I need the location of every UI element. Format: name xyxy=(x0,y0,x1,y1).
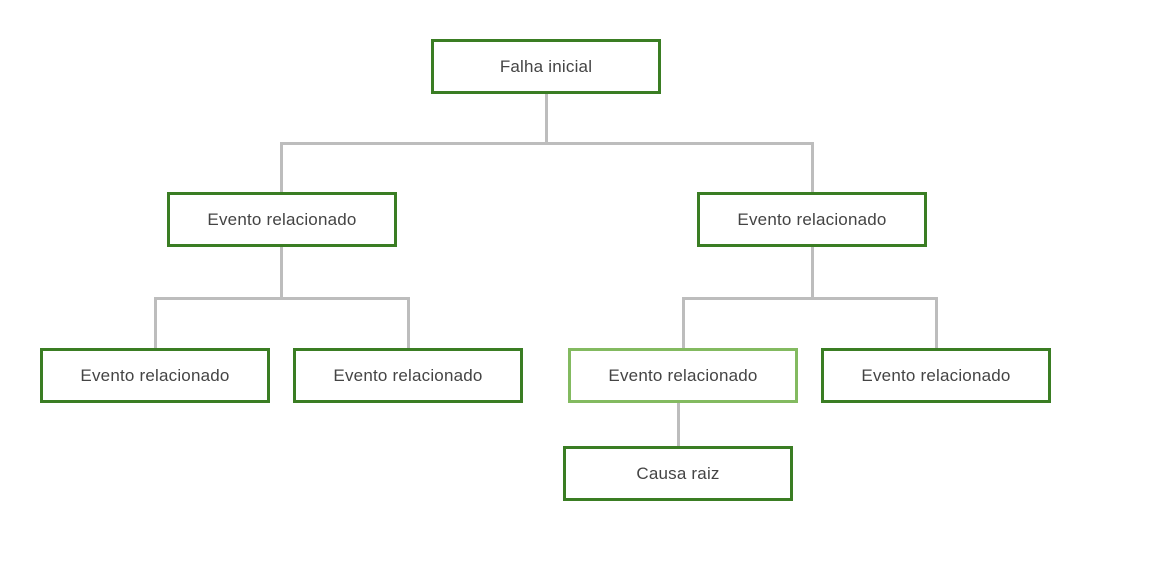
node-evento-relacionado-l3-4[interactable]: Evento relacionado xyxy=(821,348,1051,403)
connector-level1-horizontal xyxy=(280,142,814,145)
connector-root-cause-down xyxy=(677,403,680,446)
node-evento-relacionado-l2-right[interactable]: Evento relacionado xyxy=(697,192,927,247)
node-label: Evento relacionado xyxy=(207,209,357,229)
connector-l3-3-drop xyxy=(682,297,685,348)
node-label: Falha inicial xyxy=(499,56,593,76)
node-evento-relacionado-l2-left[interactable]: Evento relacionado xyxy=(167,192,397,247)
connector-l3-2-drop xyxy=(407,297,410,348)
connector-l2-left-horizontal xyxy=(154,297,410,300)
connector-l2-right-down xyxy=(811,247,814,300)
node-label: Causa raiz xyxy=(636,463,720,483)
connector-l2-right-horizontal xyxy=(682,297,938,300)
node-evento-relacionado-l3-2[interactable]: Evento relacionado xyxy=(293,348,523,403)
connector-l3-1-drop xyxy=(154,297,157,348)
node-falha-inicial[interactable]: Falha inicial xyxy=(431,39,661,94)
node-evento-relacionado-l3-1[interactable]: Evento relacionado xyxy=(40,348,270,403)
node-label: Evento relacionado xyxy=(861,365,1011,385)
node-label: Evento relacionado xyxy=(737,209,887,229)
node-label: Evento relacionado xyxy=(80,365,230,385)
node-evento-relacionado-l3-3-highlighted[interactable]: Evento relacionado xyxy=(568,348,798,403)
node-label: Evento relacionado xyxy=(608,365,758,385)
node-label: Evento relacionado xyxy=(333,365,483,385)
connector-root-down xyxy=(545,94,548,145)
connector-l2-left-drop xyxy=(280,142,283,192)
connector-l2-left-down xyxy=(280,247,283,300)
node-causa-raiz[interactable]: Causa raiz xyxy=(563,446,793,501)
connector-l2-right-drop xyxy=(811,142,814,192)
connector-l3-4-drop xyxy=(935,297,938,348)
